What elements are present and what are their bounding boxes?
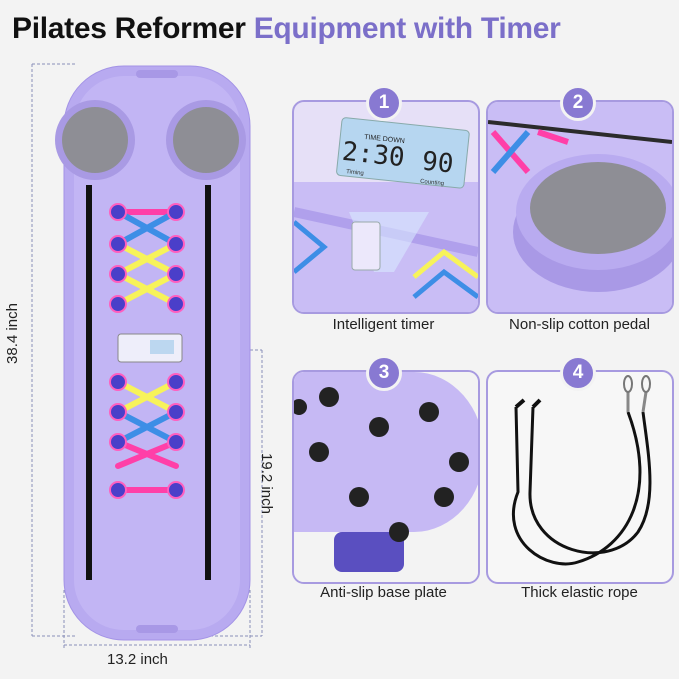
- width-dimension-label: 13.2 inch: [107, 651, 168, 668]
- reformer-board-image: [31, 63, 263, 648]
- feature-panel-rope: [486, 370, 674, 584]
- feature-caption-2: Non-slip cotton pedal: [509, 316, 650, 333]
- timer-time-readout: 2:30: [340, 136, 407, 174]
- feature-badge-1: 1: [366, 85, 402, 121]
- feature-panel-pedal: [486, 100, 674, 314]
- length-dimension-label: 38.4 inch: [3, 303, 21, 364]
- pedal-icon: [55, 100, 246, 180]
- feature-badge-3: 3: [366, 355, 402, 391]
- page-title: Pilates Reformer Equipment with Timer: [12, 12, 561, 45]
- half-length-dimension-label: 19.2 inch: [257, 453, 275, 514]
- feature-panel-base: [292, 370, 480, 584]
- dimension-lines: [31, 63, 263, 648]
- feature-badge-4: 4: [560, 355, 596, 391]
- feature-panel-timer: TIME DOWN 2:30 90 Timing Counting: [292, 100, 480, 314]
- feature-caption-3: Anti-slip base plate: [320, 584, 447, 601]
- feature-caption-1: Intelligent timer: [332, 316, 435, 333]
- feature-badge-2: 2: [560, 85, 596, 121]
- feature-caption-4: Thick elastic rope: [521, 584, 638, 601]
- timer-count-readout: 90: [420, 146, 455, 180]
